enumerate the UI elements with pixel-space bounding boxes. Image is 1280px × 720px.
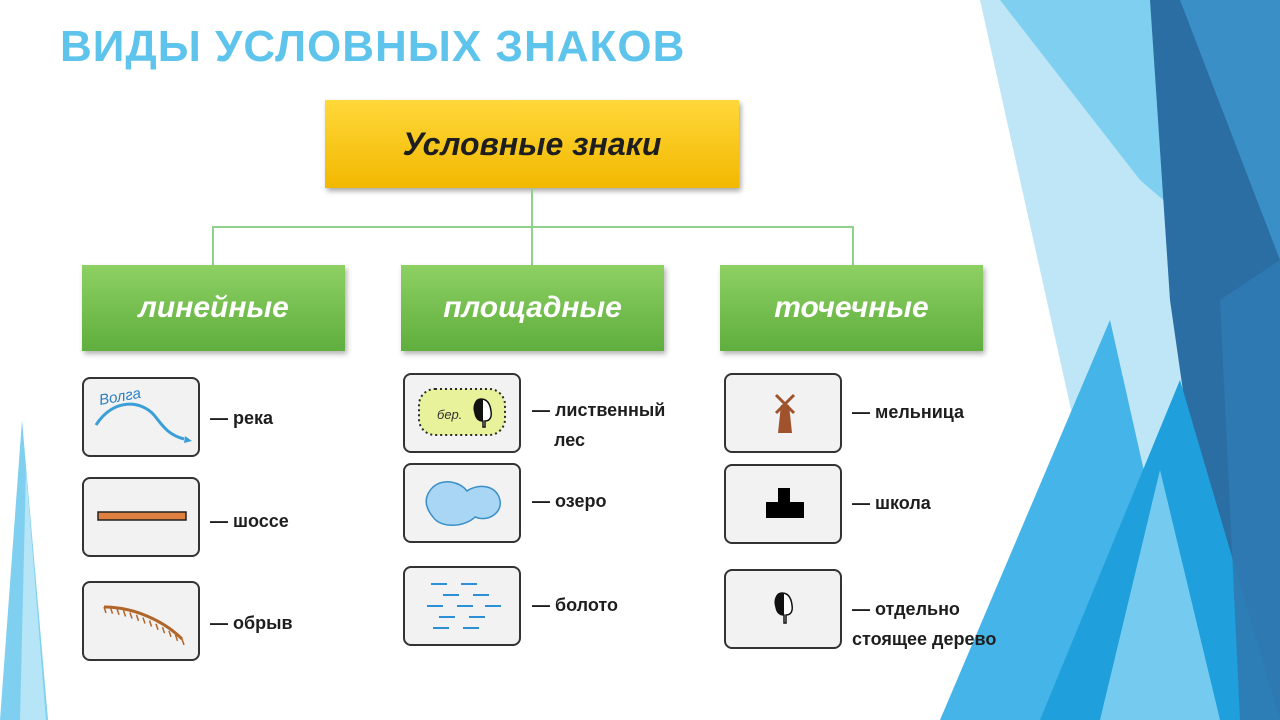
symbol-cliff (82, 581, 200, 661)
label-deciduous-forest-line2: лес (554, 430, 585, 450)
swamp-icon (427, 583, 501, 629)
label-lone-tree-line2: стоящее дерево (852, 629, 997, 649)
label-lake: — озеро (532, 491, 607, 511)
label-deciduous-forest-line1: — лиственный (532, 400, 666, 420)
category-area: площадные (401, 265, 664, 351)
cliff-icon (103, 605, 185, 646)
lake-icon (425, 481, 502, 526)
connector-root-stem (531, 188, 533, 228)
label-lone-tree: — отдельно стоящее дерево (852, 594, 996, 654)
page-title: ВИДЫ УСЛОВНЫХ ЗНАКОВ (60, 22, 686, 71)
category-linear: линейные (82, 265, 345, 351)
symbol-school (724, 464, 842, 544)
symbol-lone-tree (724, 569, 842, 649)
symbol-river: Волга (82, 377, 200, 457)
symbol-highway (82, 477, 200, 557)
category-point: точечные (720, 265, 983, 351)
label-highway: — шоссе (210, 511, 289, 531)
deciduous-forest-icon: бер. (418, 388, 506, 436)
school-icon (766, 488, 804, 518)
lone-tree-icon (774, 592, 793, 624)
symbol-deciduous-forest: бер. (403, 373, 521, 453)
label-river: — река (210, 408, 274, 428)
river-icon: Волга (94, 385, 192, 443)
connector-horizontal (212, 226, 854, 228)
forest-abbr-text: бер. (437, 407, 462, 422)
connector-middle (531, 226, 533, 266)
label-lone-tree-line1: — отдельно (852, 599, 960, 619)
label-cliff: — обрыв (210, 613, 293, 633)
label-windmill: — мельница (852, 402, 965, 422)
label-school: — школа (852, 493, 931, 513)
symbol-swamp (403, 566, 521, 646)
label-swamp: — болото (532, 595, 618, 615)
highway-icon (97, 511, 187, 521)
connector-left (212, 226, 214, 266)
windmill-icon (774, 393, 796, 433)
label-deciduous-forest: — лиственный лес (532, 395, 665, 455)
symbol-windmill (724, 373, 842, 453)
root-node: Условные знаки (325, 100, 739, 188)
symbol-lake (403, 463, 521, 543)
connector-right (852, 226, 854, 266)
